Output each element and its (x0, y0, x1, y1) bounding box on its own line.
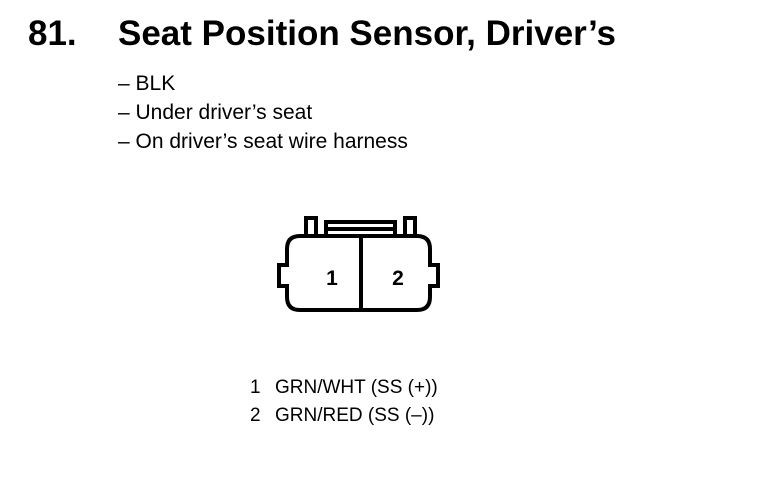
page-title: 81. Seat Position Sensor, Driver’s (28, 14, 616, 54)
pin-list: 1 GRN/WHT (SS (+)) 2 GRN/RED (SS (–)) (250, 374, 438, 430)
pin-wire: GRN/WHT (SS (+)) (275, 377, 438, 398)
connector-diagram: 1 2 (277, 216, 440, 312)
connector-outline (277, 216, 440, 312)
connector-color: – BLK (118, 72, 176, 95)
connector-location: – Under driver’s seat (118, 101, 313, 124)
section-number: 81. (28, 14, 77, 53)
terminal-label-1: 1 (326, 267, 338, 290)
section-title: Seat Position Sensor, Driver’s (118, 14, 616, 53)
pin-number: 1 (250, 377, 261, 398)
pin-wire: GRN/RED (SS (–)) (275, 405, 435, 426)
connector-details: – BLK – Under driver’s seat – On driver’… (118, 69, 408, 156)
terminal-label-2: 2 (392, 267, 404, 290)
pin-row: 1 GRN/WHT (SS (+)) (250, 374, 438, 402)
connector-harness: – On driver’s seat wire harness (118, 130, 408, 153)
pin-number: 2 (250, 405, 261, 426)
pin-row: 2 GRN/RED (SS (–)) (250, 402, 438, 430)
